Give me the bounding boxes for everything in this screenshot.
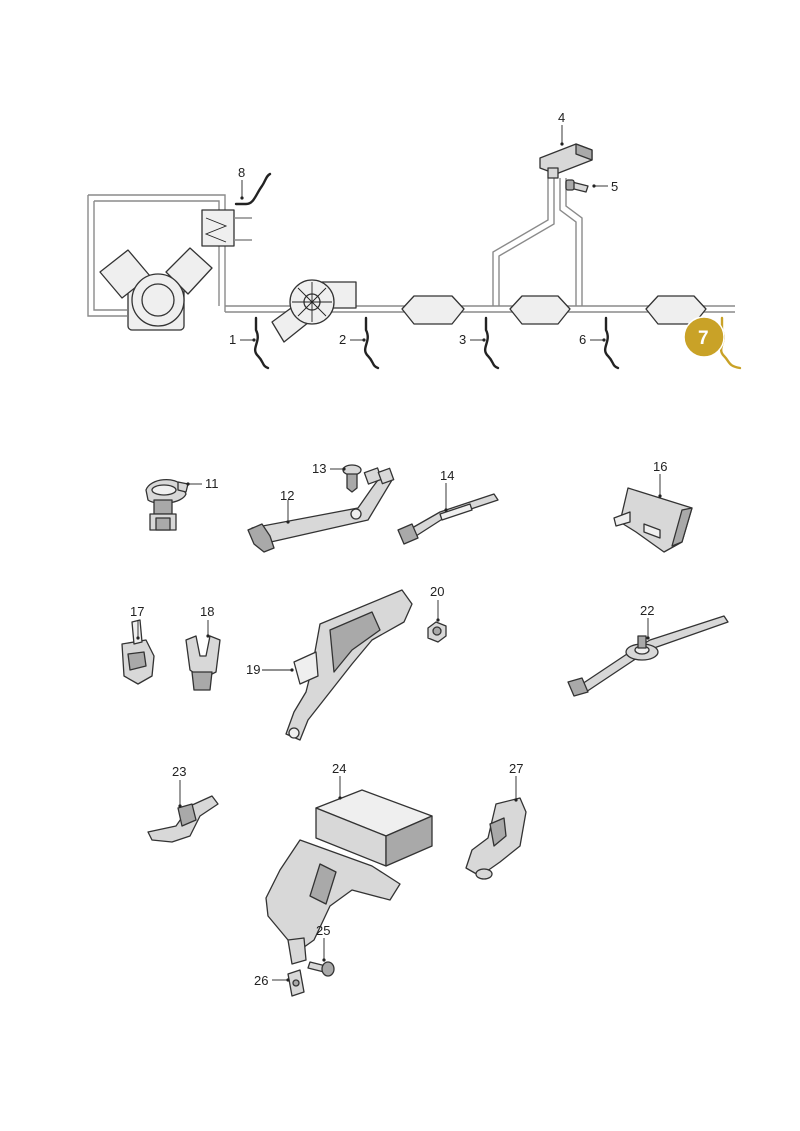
- catalytic-converter-2-icon: [509, 295, 571, 325]
- part-24-control-module-bracket[interactable]: 24: [265, 761, 433, 965]
- label-4: 4: [558, 110, 565, 125]
- label-16: 16: [653, 459, 667, 474]
- part-14-cable-tie[interactable]: 14: [397, 468, 499, 545]
- label-11: 11: [205, 476, 219, 491]
- label-7: 7: [698, 328, 709, 349]
- part-13-screw[interactable]: 13: [312, 461, 362, 493]
- part-18-fork-clip[interactable]: 18: [185, 604, 221, 691]
- label-26: 26: [254, 973, 268, 988]
- turbocharger-icon: [271, 279, 357, 343]
- label-3: 3: [459, 332, 466, 347]
- label-27: 27: [509, 761, 523, 776]
- part-19-large-bracket[interactable]: 19: [246, 589, 413, 741]
- label-23: 23: [172, 764, 186, 779]
- sensor-6-wire: [603, 316, 620, 370]
- sensor-3-wire: [483, 316, 500, 370]
- part-25-screw[interactable]: 25: [307, 923, 335, 977]
- catalytic-converter-1-icon: [401, 295, 465, 325]
- label-1: 1: [229, 332, 236, 347]
- label-12: 12: [280, 488, 294, 503]
- label-24: 24: [332, 761, 346, 776]
- part-26-clip-nut[interactable]: 26: [254, 969, 305, 997]
- catalytic-converter-3-icon: [645, 295, 707, 325]
- sensor-2-wire: [363, 316, 380, 370]
- part-16-shield[interactable]: 16: [613, 459, 693, 553]
- part-23-holder[interactable]: 23: [147, 764, 219, 843]
- pressure-sensor-4-icon: [539, 143, 593, 179]
- label-8: 8: [238, 165, 245, 180]
- engine-block-icon: [99, 247, 213, 331]
- sensor-7-wire: [719, 316, 742, 370]
- sensor-1-wire: [253, 316, 270, 370]
- highlight-badge-7[interactable]: 7: [683, 316, 725, 358]
- part-22-cable-tie-anchor[interactable]: 22: [567, 603, 729, 697]
- part-12-bracket[interactable]: 12: [247, 467, 395, 553]
- label-17: 17: [130, 604, 144, 619]
- part-20-nut[interactable]: 20: [427, 584, 447, 643]
- label-13: 13: [312, 461, 326, 476]
- egr-cooler-icon: [201, 209, 252, 247]
- label-19: 19: [246, 662, 260, 677]
- label-6: 6: [579, 332, 586, 347]
- sensor-8-wire: [234, 172, 272, 206]
- label-25: 25: [316, 923, 330, 938]
- label-2: 2: [339, 332, 346, 347]
- label-5: 5: [611, 179, 618, 194]
- part-11-connector[interactable]: 11: [145, 476, 219, 531]
- label-20: 20: [430, 584, 444, 599]
- label-14: 14: [440, 468, 454, 483]
- screw-5-icon: [565, 179, 589, 193]
- part-17-clip[interactable]: 17: [121, 604, 155, 685]
- part-27-holder-clip[interactable]: 27: [465, 761, 527, 880]
- exhaust-system-schematic: 1 2 3 6 4 5 8 7: [87, 110, 742, 370]
- label-22: 22: [640, 603, 654, 618]
- label-18: 18: [200, 604, 214, 619]
